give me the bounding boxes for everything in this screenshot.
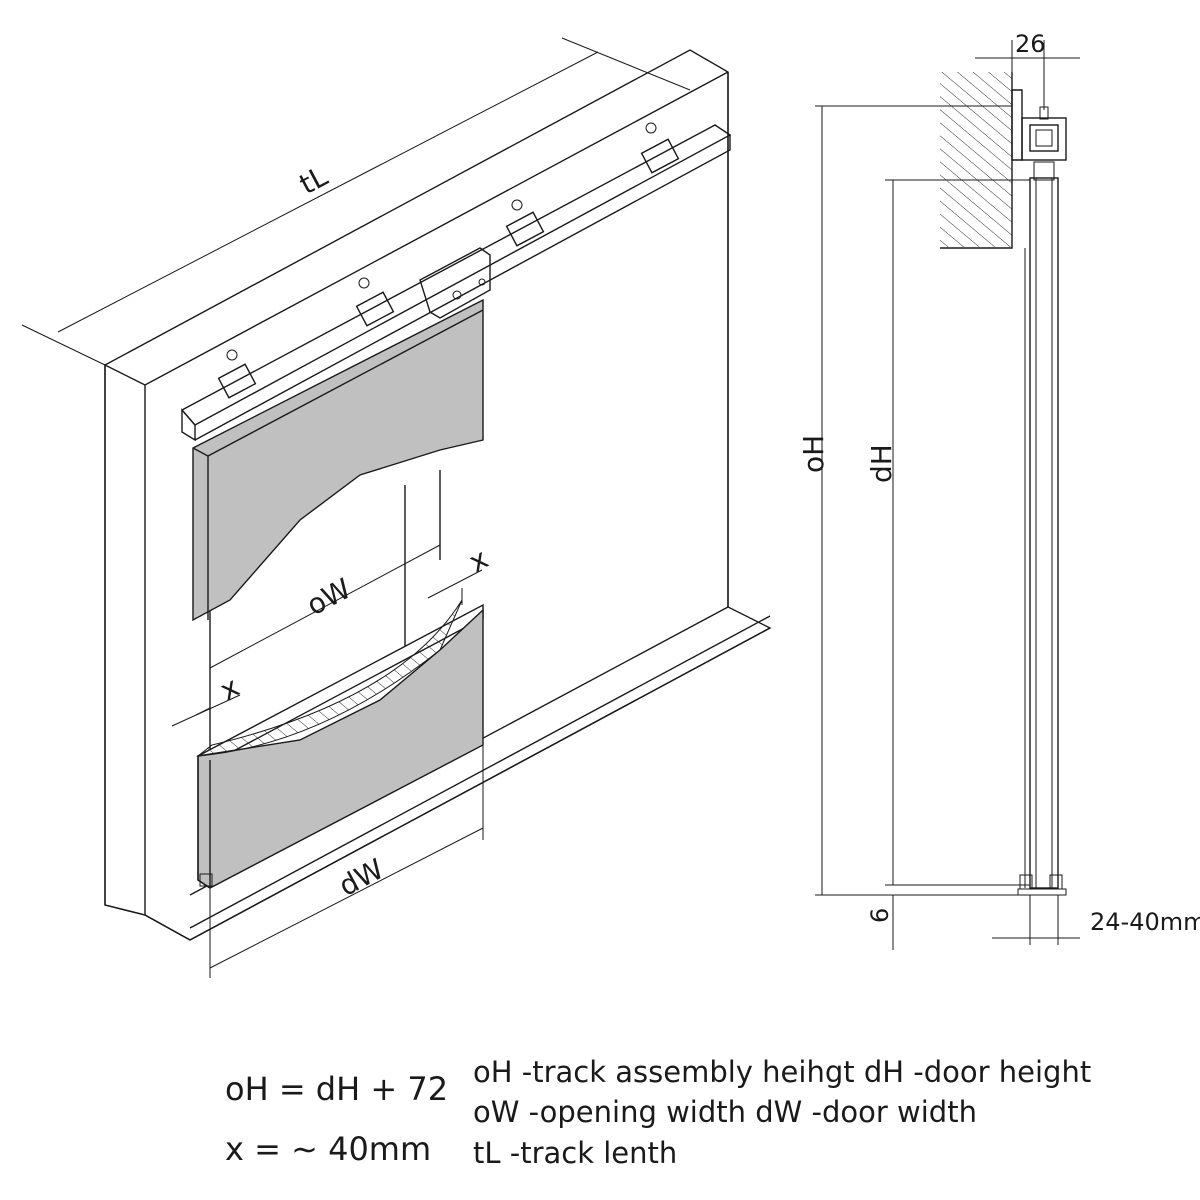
- dim-overlap-left: x: [171, 670, 245, 727]
- door-slab-section: [1017, 177, 1067, 896]
- label-door-width: dW: [333, 852, 389, 902]
- formula-height-rule: oH = dH + 72: [225, 1070, 449, 1108]
- track-stopper: [419, 247, 491, 319]
- label-profile-width: 26: [1015, 30, 1046, 58]
- legend-line-1: oH -track assembly heihgt dH -door heigh…: [473, 1055, 1092, 1089]
- roller-housing: [1011, 89, 1067, 181]
- label-overlap-left: x: [214, 670, 244, 707]
- dim-track-length: tL: [21, 37, 691, 366]
- track-rail: [180, 122, 732, 442]
- label-opening-height: oH: [797, 435, 830, 473]
- section-view: oH dH 26 6 24-40mm: [797, 30, 1200, 950]
- dim-profile-width: 26: [975, 30, 1080, 110]
- formula-overlap-rule: x = ∼ 40mm: [225, 1130, 432, 1168]
- dim-door-height: dH: [865, 179, 1030, 886]
- track-bracket: [505, 199, 545, 247]
- door-panel-upper: [192, 298, 484, 622]
- dim-opening-height: oH: [797, 105, 1018, 896]
- track-bracket: [217, 349, 257, 399]
- door-panel-lower: [196, 599, 484, 889]
- label-door-thickness: 24-40mm: [1090, 908, 1200, 936]
- dim-floor-gap: 6: [866, 895, 894, 950]
- label-door-height: dH: [865, 444, 898, 483]
- track-bracket: [640, 122, 680, 174]
- legend-line-3: tL -track lenth: [473, 1136, 678, 1170]
- label-track-length: tL: [294, 159, 333, 201]
- wall-section-hatch: [940, 72, 1012, 247]
- wall-frame: [104, 49, 772, 941]
- dim-overlap-right: x: [427, 542, 494, 605]
- dim-door-thickness: 24-40mm: [992, 895, 1200, 945]
- label-floor-gap: 6: [866, 908, 894, 923]
- label-overlap-right: x: [463, 542, 493, 579]
- track-bracket: [355, 277, 395, 327]
- legend-line-2: oW -opening width dW -door width: [473, 1095, 977, 1129]
